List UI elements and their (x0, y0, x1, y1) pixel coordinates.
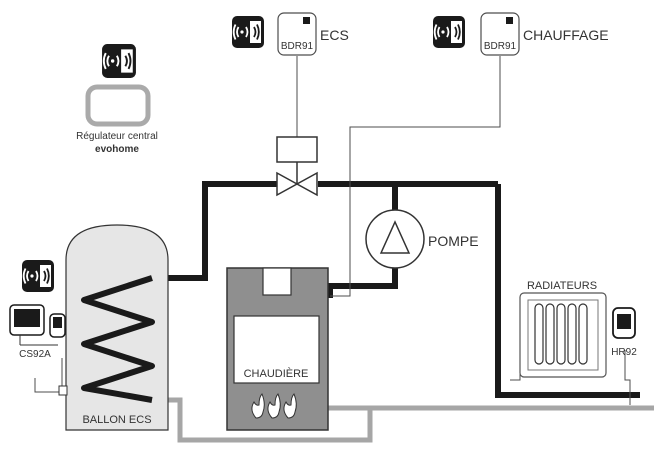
flame-icon (251, 393, 297, 419)
controller-screen (85, 84, 151, 127)
pump-branch-lower (327, 268, 398, 298)
tank-return-pipe (167, 397, 373, 443)
boiler-panel (233, 315, 320, 384)
controller-name: Régulateur central (76, 131, 158, 142)
sensor-port (58, 385, 68, 396)
central-controller: Régulateur central evohome (76, 43, 158, 155)
boiler: CHAUDIÈRE (226, 267, 329, 431)
valve-actuator (276, 136, 318, 163)
wireless-signal-icon (432, 15, 466, 49)
relay-model: BDR91 (484, 41, 517, 52)
relay-ecs: BDR91 ECS (231, 12, 349, 56)
tank-label: BALLON ECS (82, 414, 151, 426)
controller-brand: evohome (95, 144, 139, 155)
pump: POMPE (365, 209, 479, 269)
flow-pipes (150, 181, 640, 398)
relay-model: BDR91 (281, 41, 314, 52)
wireless-signal-icon (231, 15, 265, 49)
radiator-fins (534, 303, 588, 365)
relay-label: ECS (320, 27, 349, 43)
trv-model: HR92 (611, 347, 637, 358)
tank-flow-pipe (150, 181, 280, 281)
sensor-model: CS92A (19, 349, 51, 360)
tank-body (65, 224, 169, 431)
wireless-signal-icon (21, 259, 55, 293)
radiator: RADIATEURS HR92 (519, 280, 637, 378)
valve-body (276, 171, 318, 197)
pump-label: POMPE (428, 233, 479, 249)
radiator-flow-pipe (495, 184, 640, 398)
relay-label: CHAUFFAGE (523, 27, 609, 43)
return-pipes (167, 397, 654, 443)
cylinder-sensor: CS92A (9, 304, 66, 360)
zone-valve (276, 136, 318, 197)
hot-water-tank: BALLON ECS (21, 224, 169, 431)
wireless-signal-icon (101, 43, 137, 79)
relay-chauffage: BDR91 CHAUFFAGE (432, 12, 609, 56)
radiator-label: RADIATEURS (527, 280, 597, 292)
boiler-label: CHAUDIÈRE (244, 367, 309, 380)
tank-coil (81, 275, 155, 403)
